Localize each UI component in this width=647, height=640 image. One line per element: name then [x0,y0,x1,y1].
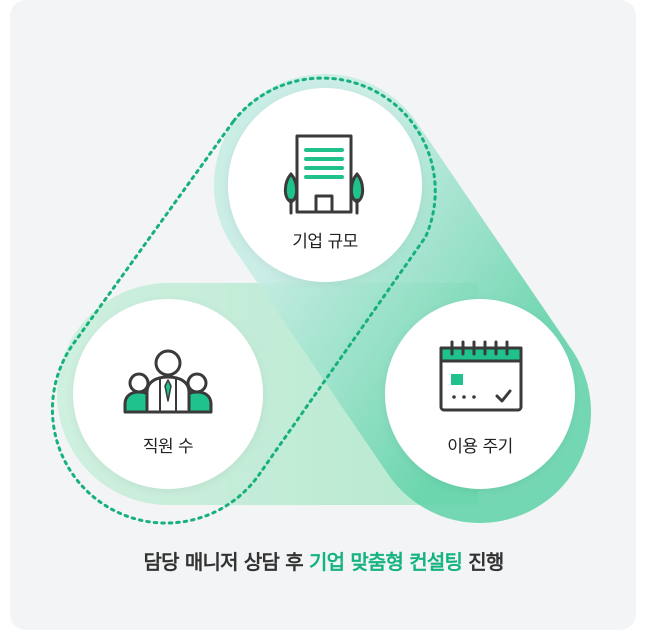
usage-cycle-label: 이용 주기 [447,437,513,457]
employees-icon [123,349,213,414]
building-icon [283,134,365,215]
caption: 담당 매니저 상담 후 기업 맞춤형 컨설팅 진행 [0,546,647,575]
caption-suffix: 진행 [462,550,504,574]
calendar-icon [439,340,523,412]
caption-prefix: 담당 매니저 상담 후 [143,550,309,574]
dotted-band-company-employees [50,76,437,525]
caption-highlight: 기업 맞춤형 컨설팅 [308,550,463,574]
company-size-label: 기업 규모 [292,232,358,252]
employees-label: 직원 수 [142,437,194,457]
